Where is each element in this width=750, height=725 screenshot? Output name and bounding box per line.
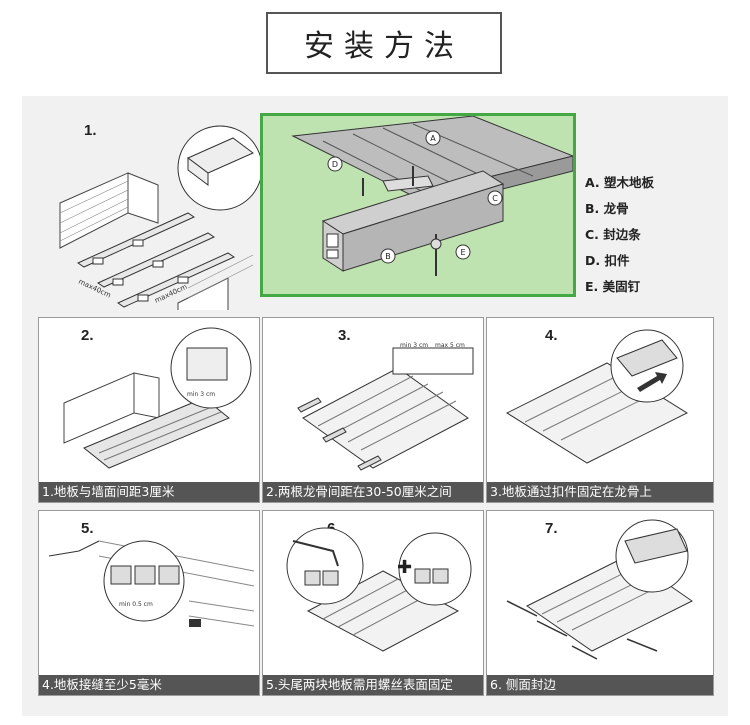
callout-b: B <box>385 252 391 261</box>
panel-step-1: 1. max40cm max40cm <box>38 113 260 310</box>
title-box: 安装方法 <box>266 12 502 74</box>
callout-e: E <box>460 248 465 257</box>
step-6-illustration: 6. ✚ <box>286 520 472 652</box>
step-7-illustration: 7. <box>506 519 693 660</box>
step-4-caption: 3.地板通过扣件固定在龙骨上 <box>487 482 713 502</box>
step-4-illustration: 4. <box>505 327 689 464</box>
callout-d: D <box>332 160 338 169</box>
step-2-caption: 1.地板与墙面间距3厘米 <box>39 482 259 502</box>
step-2-number: 2. <box>81 327 94 344</box>
panel-step-6: 6. ✚ 5.头尾两块地板需用螺丝表面固定 <box>262 510 484 696</box>
step-1-illustration: 1. max40cm max40cm <box>59 122 260 310</box>
legend-item-c: C. 封边条 <box>585 227 641 242</box>
step-7-caption: 6. 侧面封边 <box>487 675 713 695</box>
callout-c: C <box>492 194 498 203</box>
step-5-dim: min 0.5 cm <box>119 601 153 608</box>
panel-step-4: 4. 3.地板通过扣件固定在龙骨上 <box>486 317 714 503</box>
legend-item-b: B. 龙骨 <box>585 201 629 216</box>
step-5-number: 5. <box>81 520 94 537</box>
panel-step-2: 2. min 3 cm 1.地板与墙面间距3厘米 <box>38 317 260 503</box>
step-1-number: 1. <box>84 122 97 139</box>
plus-icon: ✚ <box>397 557 412 578</box>
step-2-illustration: 2. min 3 cm <box>63 327 252 469</box>
parts-legend: A. 塑木地板 B. 龙骨 C. 封边条 D. 扣件 E. 美固钉 <box>585 170 654 300</box>
step-3-caption: 2.两根龙骨间距在30-50厘米之间 <box>263 482 483 502</box>
step-3-dim-max: max 5 cm <box>435 342 465 349</box>
legend-item-d: D. 扣件 <box>585 253 630 268</box>
step-5-caption: 4.地板接缝至少5毫米 <box>39 675 259 695</box>
exploded-view-illustration: A B C D E <box>291 116 573 276</box>
step-3-dim-min: min 3 cm <box>400 342 428 349</box>
legend-item-a: A. 塑木地板 <box>585 175 655 190</box>
callout-a: A <box>430 134 436 143</box>
legend-item-e: E. 美固钉 <box>585 279 641 294</box>
exploded-view-panel: A B C D E <box>260 113 576 297</box>
step-3-number: 3. <box>338 327 351 344</box>
step-7-number: 7. <box>545 520 558 537</box>
panel-step-5: 5. min 0.5 cm 4.地板接缝至少5毫米 <box>38 510 260 696</box>
step-4-number: 4. <box>545 327 558 344</box>
panel-step-7: 7. 6. 侧面封边 <box>486 510 714 696</box>
step-2-dim: min 3 cm <box>187 391 215 398</box>
panel-step-3: 3. min 3 cm max 5 cm 2.两根龙骨间距在30-50厘米之间 <box>262 317 484 503</box>
step-6-caption: 5.头尾两块地板需用螺丝表面固定 <box>263 675 483 695</box>
step-3-illustration: 3. min 3 cm max 5 cm <box>297 327 474 471</box>
step-5-illustration: 5. min 0.5 cm <box>48 520 255 627</box>
page-title: 安装方法 <box>304 29 464 64</box>
